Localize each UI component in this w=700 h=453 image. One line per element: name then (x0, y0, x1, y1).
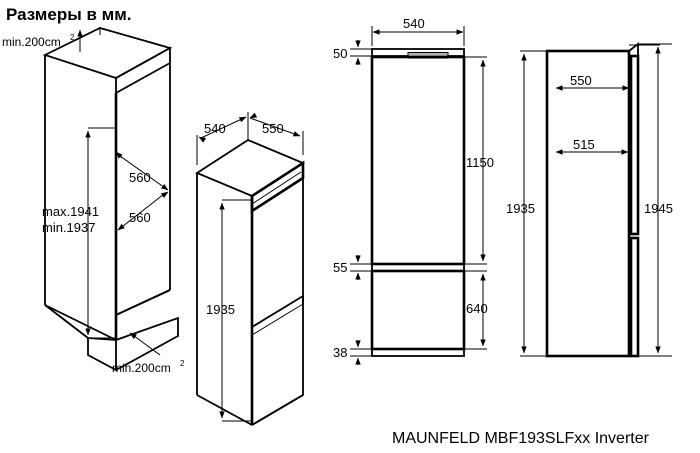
label-niche-width: 560 (129, 170, 151, 185)
label-height-max: max.1941 (42, 204, 99, 219)
diagram-niche-cabinet: min.200cm 2 min.200cm 2 max.1941 min.193… (2, 27, 185, 375)
label-height-min: min.1937 (42, 220, 95, 235)
label-front-mid-gap: 55 (333, 260, 347, 275)
label-vent-top-superscript: 2 (70, 33, 75, 42)
label-front-bottom-gap: 38 (333, 345, 347, 360)
label-front-upper-door: 1150 (466, 155, 494, 170)
diagram-appliance-iso: 540 550 1935 (195, 112, 305, 426)
label-side-depth-inner: 515 (573, 137, 595, 152)
diagram-side-view: 550 515 1935 1945 (506, 42, 673, 358)
label-front-lower-door: 640 (466, 301, 488, 316)
label-appliance-height: 1935 (206, 302, 235, 317)
label-front-width: 540 (403, 16, 425, 31)
label-vent-top: min.200cm (2, 35, 61, 49)
model-caption: MAUNFELD MBF193SLFxx Inverter (392, 430, 650, 447)
diagram-front-view: 540 50 1150 55 640 38 (333, 16, 494, 365)
label-niche-depth: 560 (129, 210, 151, 225)
label-vent-bottom-superscript: 2 (180, 359, 185, 368)
label-side-height-body: 1935 (506, 201, 535, 216)
page-title: Размеры в мм. (6, 5, 132, 24)
label-appliance-width: 540 (204, 121, 226, 136)
label-side-height-total: 1945 (644, 201, 673, 216)
label-front-top-gap: 50 (333, 46, 347, 61)
label-side-depth-body: 550 (570, 73, 592, 88)
label-vent-bottom: min.200cm (112, 361, 171, 375)
label-appliance-depth: 550 (262, 121, 284, 136)
